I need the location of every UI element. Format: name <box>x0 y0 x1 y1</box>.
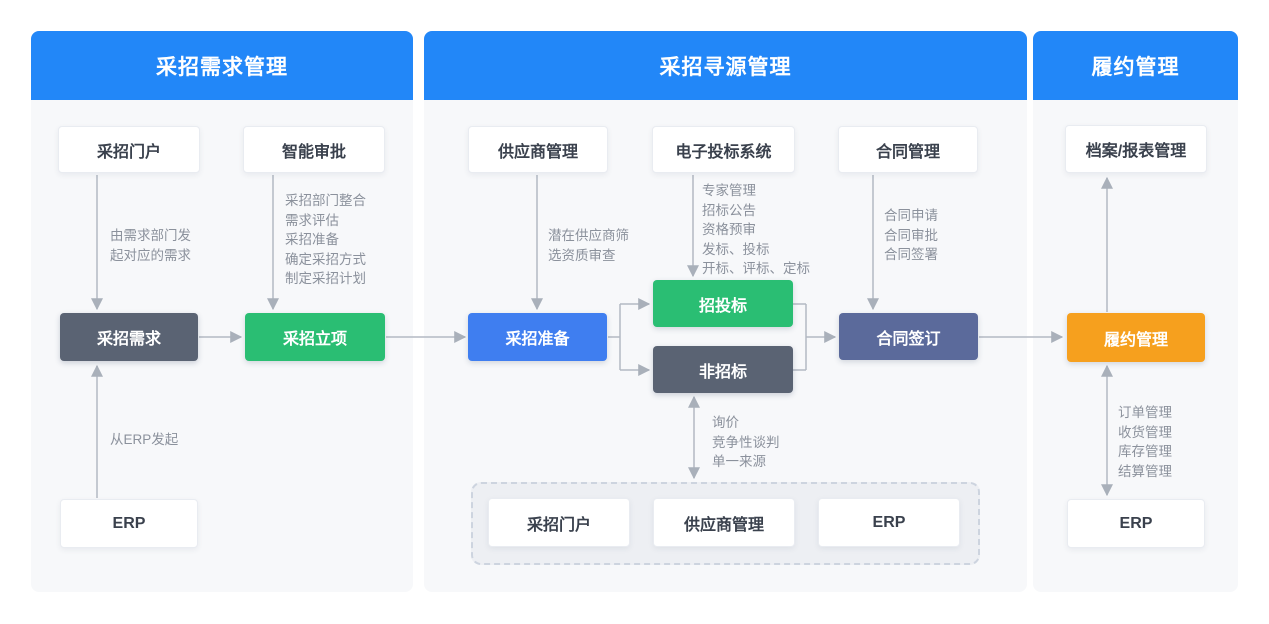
node-procurement-portal: 采招门户 <box>58 126 200 173</box>
edge-label-supplier-note: 潜在供应商筛 选资质审查 <box>548 228 629 263</box>
edge-label-contract-note: 合同申请 合同审批 合同签署 <box>884 208 938 262</box>
panel-performance-title: 履约管理 <box>1091 55 1180 79</box>
node-erp-performance: ERP <box>1067 499 1205 548</box>
edge-label-demand-note: 由需求部门发 起对应的需求 <box>110 228 191 263</box>
edge-label-approval-note: 采招部门整合 需求评估 采招准备 确定采招方式 制定采招计划 <box>285 193 366 286</box>
node-smart-approval: 智能审批 <box>243 126 385 173</box>
node-archive-report-management: 档案/报表管理 <box>1065 125 1207 173</box>
node-erp-integration: ERP <box>818 498 960 547</box>
panel-demand-header: 采招需求管理 <box>31 31 413 100</box>
node-project-initiation: 采招立项 <box>245 313 385 361</box>
node-erp-demand: ERP <box>60 499 198 548</box>
node-e-bidding-system: 电子投标系统 <box>652 126 795 173</box>
node-procurement-demand: 采招需求 <box>60 313 198 361</box>
panel-performance-management: 履约管理 <box>1033 31 1238 592</box>
node-procurement-preparation: 采招准备 <box>468 313 607 361</box>
edge-label-ebidding-note: 专家管理 招标公告 资格预审 发标、投标 开标、评标、定标 <box>702 183 810 276</box>
node-supplier-management: 供应商管理 <box>468 126 608 173</box>
node-supplier-integration: 供应商管理 <box>653 498 795 547</box>
edge-label-performance-note: 订单管理 收货管理 库存管理 结算管理 <box>1118 405 1172 479</box>
panel-sourcing-title: 采招寻源管理 <box>659 55 792 79</box>
panel-demand-management: 采招需求管理 <box>31 31 413 592</box>
node-bidding: 招投标 <box>653 280 793 327</box>
edge-label-erp-note: 从ERP发起 <box>110 432 179 447</box>
node-non-bidding: 非招标 <box>653 346 793 393</box>
node-contract-management: 合同管理 <box>838 126 978 173</box>
node-performance-management: 履约管理 <box>1067 313 1205 362</box>
panel-performance-header: 履约管理 <box>1033 31 1238 100</box>
node-portal-integration: 采招门户 <box>488 498 630 547</box>
panel-demand-title: 采招需求管理 <box>156 55 288 79</box>
panel-sourcing-header: 采招寻源管理 <box>424 31 1027 100</box>
node-contract-signing: 合同签订 <box>839 313 978 360</box>
edge-label-nonbidding-note: 询价 竞争性谈判 单一来源 <box>712 415 780 469</box>
